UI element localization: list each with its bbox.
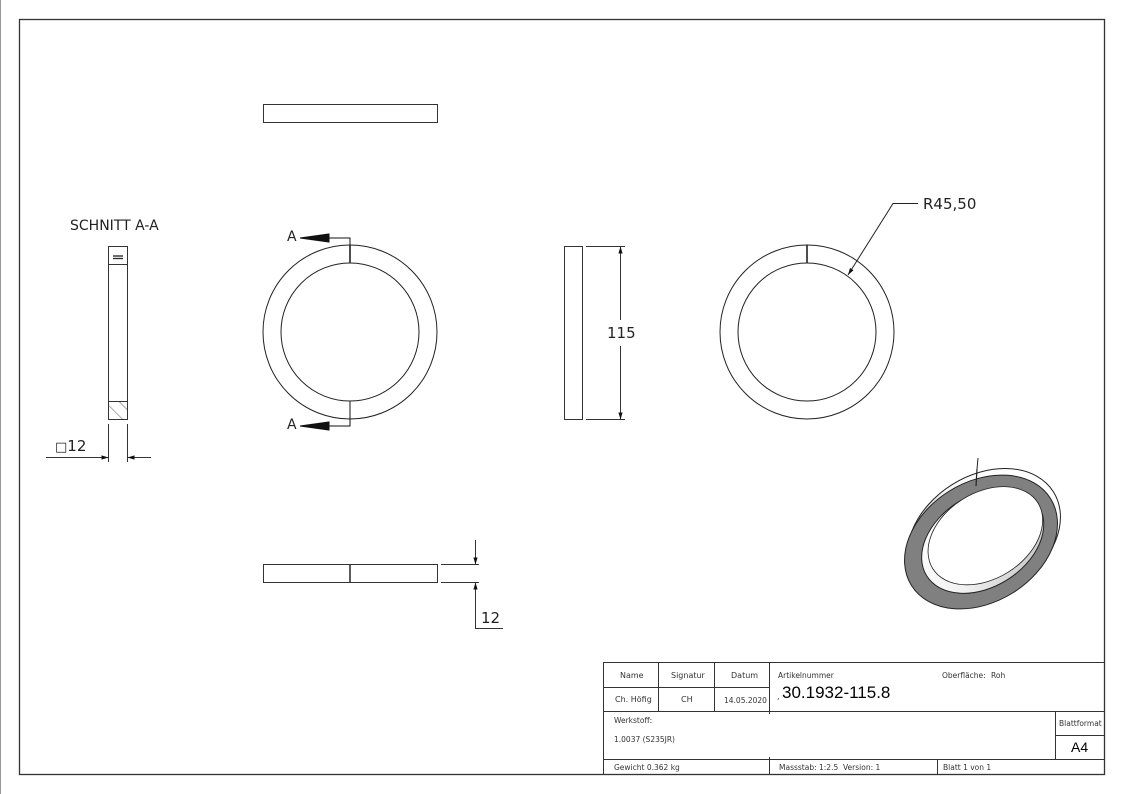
- section-title: SCHNITT A-A: [70, 218, 159, 234]
- isometric-view: [904, 468, 1061, 610]
- section-marker-top: A: [287, 229, 297, 245]
- square-symbol: □: [55, 440, 68, 455]
- weight: Gewicht 0.362 kg: [614, 763, 680, 772]
- header-signature: Signatur: [671, 671, 705, 680]
- value-date: 14.05.2020: [724, 696, 767, 705]
- front-view: [262, 244, 438, 420]
- section-view: [46, 246, 151, 462]
- surface-value: Roh: [991, 671, 1006, 680]
- sheet-number: Blatt 1 von 1: [943, 763, 992, 772]
- header-date: Datum: [731, 671, 759, 680]
- radius-dimension: R45,50: [923, 195, 977, 213]
- iso-split-line-face: [975, 468, 978, 487]
- top-view: [263, 104, 438, 123]
- surface-label: Oberfläche:: [942, 671, 986, 680]
- value-signature: CH: [681, 695, 693, 704]
- section-line-a-a: [299, 233, 351, 431]
- sheet-format-value: A4: [1071, 739, 1089, 755]
- thickness-dimension: 12: [481, 609, 501, 627]
- version: Version: 1: [843, 763, 881, 772]
- section-dimension: □12: [55, 437, 87, 455]
- sheet-format-label: Blattformat: [1059, 719, 1102, 728]
- section-marker-bottom: A: [287, 417, 297, 433]
- bottom-view: [263, 540, 503, 629]
- iso-split-line: [976, 457, 979, 470]
- side-view: [564, 246, 625, 420]
- material-label: Werkstoff:: [614, 716, 653, 725]
- header-name: Name: [620, 671, 644, 680]
- article-number: 30.1932-115.8: [782, 683, 891, 702]
- article-number-prefix: ,: [777, 692, 780, 701]
- height-dimension: 115: [606, 324, 637, 342]
- scale: Massstab: 1:2.5: [779, 763, 839, 772]
- rear-view: [719, 203, 918, 420]
- drawing-frame: [18, 18, 1106, 776]
- section-dimension-value: 12: [67, 437, 87, 455]
- material-value: 1.0037 (S235JR): [614, 735, 675, 744]
- title-block: [603, 662, 1105, 775]
- value-name: Ch. Höfig: [615, 695, 652, 704]
- article-number-label: Artikelnummer: [778, 671, 834, 680]
